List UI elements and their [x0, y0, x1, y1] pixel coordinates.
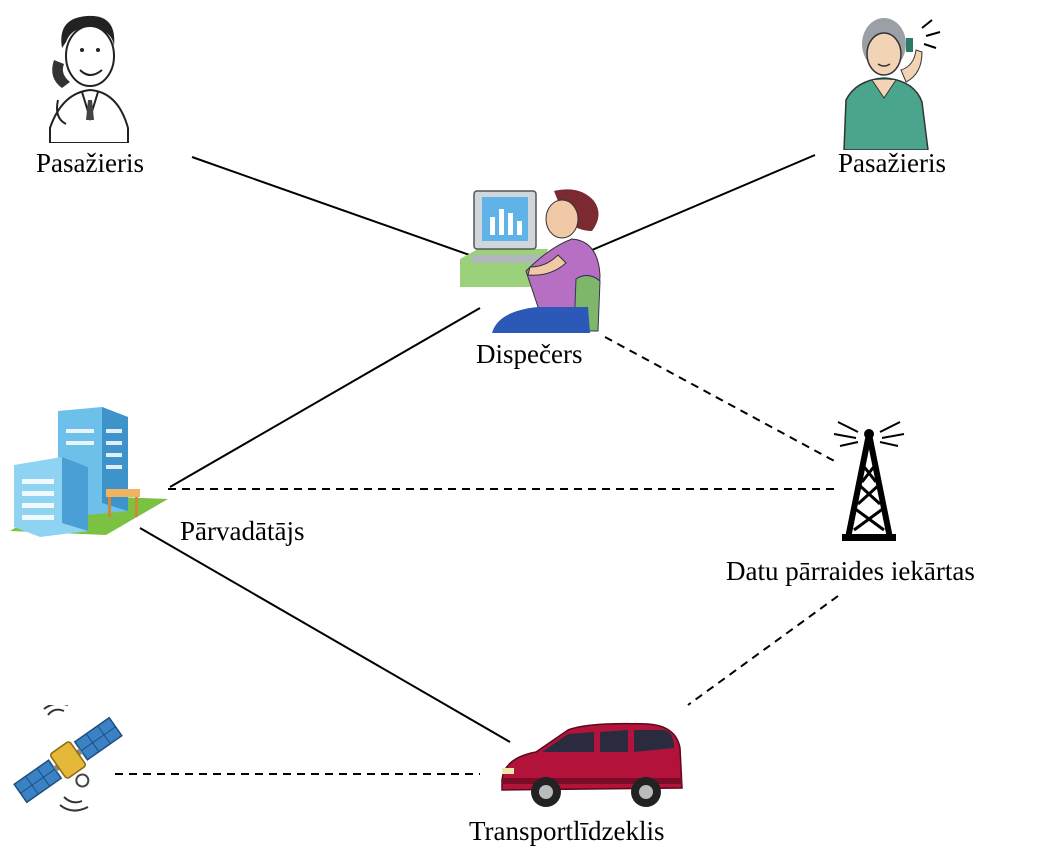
- minivan-icon: [501, 722, 683, 807]
- office-building-icon: [10, 407, 168, 537]
- dispatcher-label: Dispečers: [476, 339, 583, 369]
- edge-carrier-dispatcher: [169, 307, 481, 488]
- edge-carrier-vehicle: [139, 527, 511, 743]
- passenger-left-label: Pasažieris: [36, 148, 144, 178]
- edge-transmitter-vehicle: [687, 595, 839, 706]
- woman-with-mobile-icon: [843, 18, 941, 150]
- vehicle-label: Transportlīdzeklis: [469, 816, 665, 846]
- man-on-phone-icon: [49, 15, 129, 143]
- radio-tower-icon: [833, 421, 905, 541]
- transmitter-label: Datu pārraides iekārtas: [726, 556, 975, 586]
- carrier-label: Pārvadātājs: [180, 516, 305, 546]
- edge-passenger-right-dispatcher: [591, 154, 816, 251]
- passenger-right-label: Pasažieris: [838, 148, 946, 178]
- dispatcher-at-computer-icon: [460, 189, 601, 333]
- edge-dispatcher-transmitter: [604, 336, 839, 464]
- edge-passenger-left-dispatcher: [191, 156, 479, 259]
- satellite-icon: [13, 705, 123, 812]
